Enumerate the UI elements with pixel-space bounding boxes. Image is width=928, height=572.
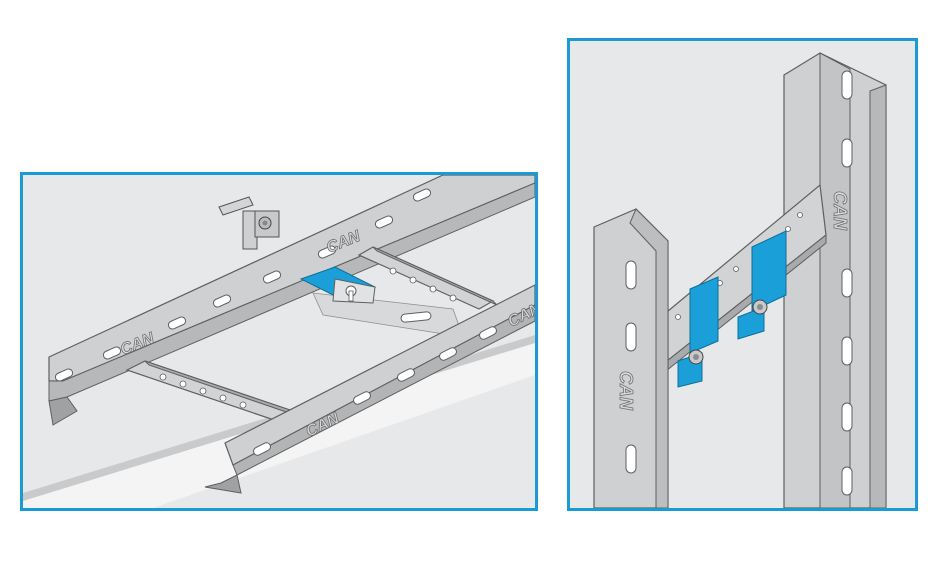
vertical-ladder-illustration: CAN CAN	[593, 52, 887, 508]
ladder-rungs	[125, 246, 498, 422]
brand-mark-left-rail: CAN	[616, 371, 636, 411]
cable-ladder-illustration: CAN CAN CAN CAN	[23, 175, 535, 508]
right-vertical-rail: CAN	[783, 52, 887, 508]
brand-mark-right-rail: CAN	[830, 191, 850, 231]
anchor-bolt-icon	[218, 196, 280, 250]
coupler-plate-icon	[677, 230, 787, 388]
coupler-plate-icon	[299, 266, 377, 304]
left-vertical-rail: CAN	[593, 208, 669, 508]
back-rail-slots	[54, 188, 432, 382]
front-side-rail	[204, 284, 535, 494]
vertical-ladder-panel: CAN CAN	[567, 38, 918, 511]
coupler-slot	[400, 311, 432, 323]
back-side-rail	[48, 175, 535, 426]
horizontal-ladder-panel: CAN CAN CAN CAN	[20, 172, 538, 511]
front-rail-slots	[253, 326, 497, 456]
